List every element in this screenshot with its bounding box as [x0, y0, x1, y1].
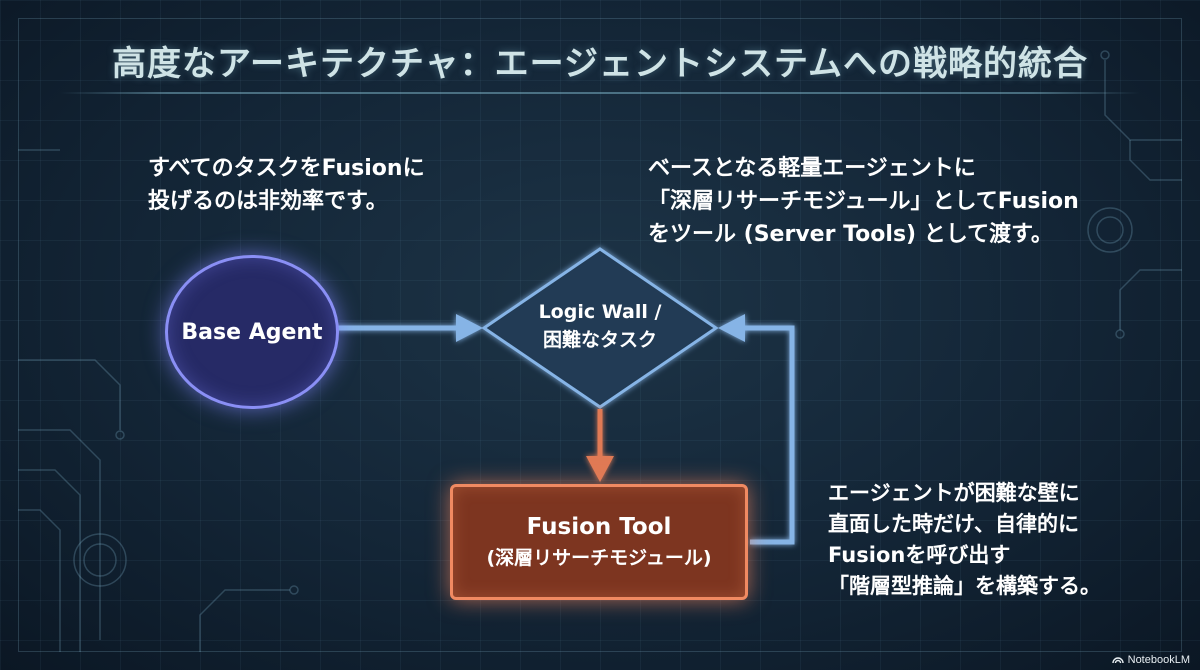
edge-logic-to-fusion	[586, 409, 614, 482]
logic-wall-label-line: 困難なタスク	[542, 329, 657, 351]
note-hierarchical-reasoning: エージェントが困難な壁に 直面した時だけ、自律的に Fusionを呼び出す 「階…	[828, 478, 1101, 602]
fusion-tool-node: Fusion Tool (深層リサーチモジュール)	[450, 484, 748, 600]
note-line: ベースとなる軽量エージェントに	[648, 156, 976, 181]
note-line: 「階層型推論」を構築する。	[828, 574, 1101, 598]
logic-wall-label-line: Logic Wall /	[538, 301, 662, 323]
fusion-tool-label: Fusion Tool	[526, 514, 672, 540]
note-line: をツール (Server Tools) として渡す。	[648, 222, 1053, 247]
base-agent-node: Base Agent	[165, 255, 339, 409]
note-inefficiency: すべてのタスクをFusionに 投げるのは非効率です。	[148, 152, 425, 218]
edge-fusion-to-logic	[718, 314, 795, 545]
note-line: Fusionを呼び出す	[828, 543, 1011, 567]
note-line: すべてのタスクをFusionに	[148, 156, 425, 181]
watermark-text: NotebookLM	[1127, 654, 1190, 666]
note-tool-integration: ベースとなる軽量エージェントに 「深層リサーチモジュール」としてFusion を…	[648, 152, 1079, 251]
notebooklm-icon	[1111, 657, 1124, 664]
logic-wall-diamond	[481, 247, 719, 409]
note-line: 直面した時だけ、自律的に	[828, 512, 1079, 536]
logic-wall-label: Logic Wall / 困難なタスク	[500, 298, 700, 354]
page-title: 高度なアーキテクチャ：エージェントシステムへの戦略的統合	[112, 44, 1088, 84]
notebooklm-watermark: NotebookLM	[1111, 654, 1190, 666]
fusion-tool-sublabel: (深層リサーチモジュール)	[486, 547, 712, 569]
background-frame	[18, 18, 1182, 652]
note-line: エージェントが困難な壁に	[828, 481, 1080, 505]
title-divider	[60, 92, 1140, 94]
note-line: 投げるのは非効率です。	[148, 189, 388, 214]
note-line: 「深層リサーチモジュール」としてFusion	[648, 189, 1079, 214]
edge-base-to-logic	[336, 314, 483, 342]
base-agent-label: Base Agent	[181, 319, 323, 345]
